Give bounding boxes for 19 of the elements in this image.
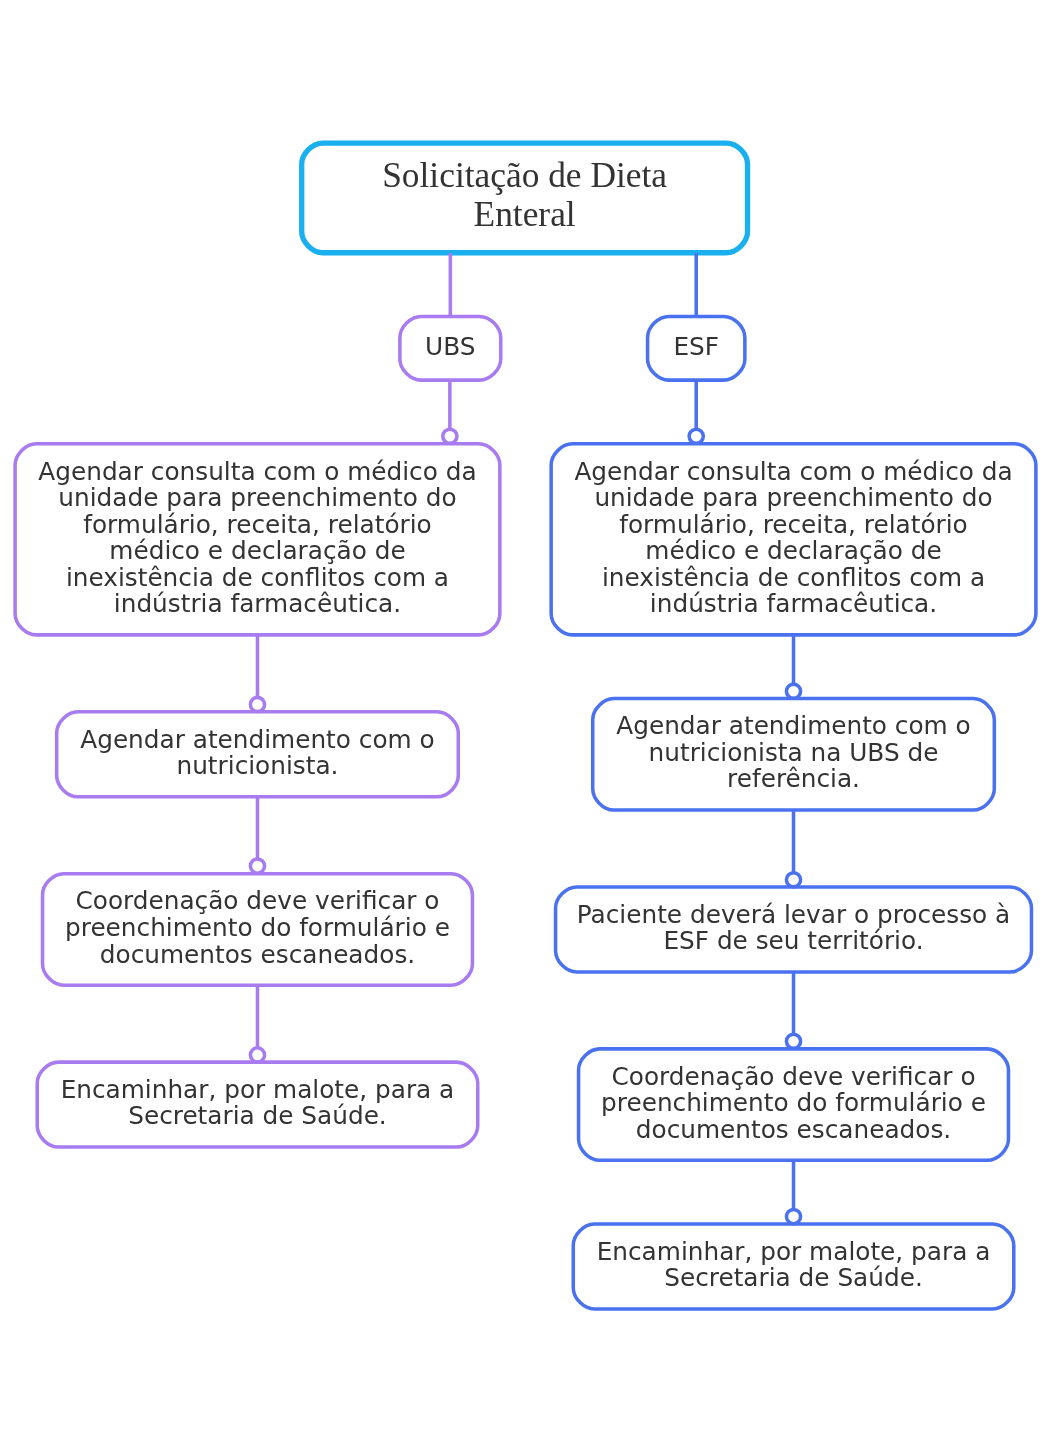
node-box: UBS [398, 314, 503, 382]
node-box: Agendar consulta com o médico da unidade para preenchimento do formulário, receita, relatório médico e declaração de inexistência de conflitos com a indústria farmacêutica. [549, 442, 1038, 637]
node-box: ESF [645, 314, 747, 382]
node-box: Coordenação deve verificar o preenchimento do formulário e documentos escaneados. [576, 1047, 1011, 1163]
connector [784, 1160, 803, 1226]
connector [448, 253, 453, 316]
connector [694, 253, 698, 316]
node-box: Agendar atendimento com o nutricionista. [54, 710, 461, 799]
node-box: Agendar consulta com o médico da unidade para preenchimento do formulário, receita, relatório médico e declaração de inexistência de conflitos com a indústria farmacêutica. [13, 442, 502, 637]
node-box: Encaminhar, por malote, para a Secretaria de Saúde. [571, 1222, 1016, 1311]
node-box: Solicitação de Dieta Enteral [299, 140, 751, 256]
node-box: Paciente deverá levar o processo à ESF de seu território. [553, 885, 1034, 974]
node-box: Agendar atendimento com o nutricionista na UBS de referência. [590, 696, 997, 812]
connector [248, 797, 267, 875]
node-box: Encaminhar, por malote, para a Secretaria de Saúde. [35, 1060, 480, 1149]
connector [248, 985, 267, 1064]
connector [784, 810, 803, 889]
connector [248, 635, 267, 714]
node-box: Coordenação deve verificar o preenchimento do formulário e documentos escaneados. [40, 871, 475, 987]
